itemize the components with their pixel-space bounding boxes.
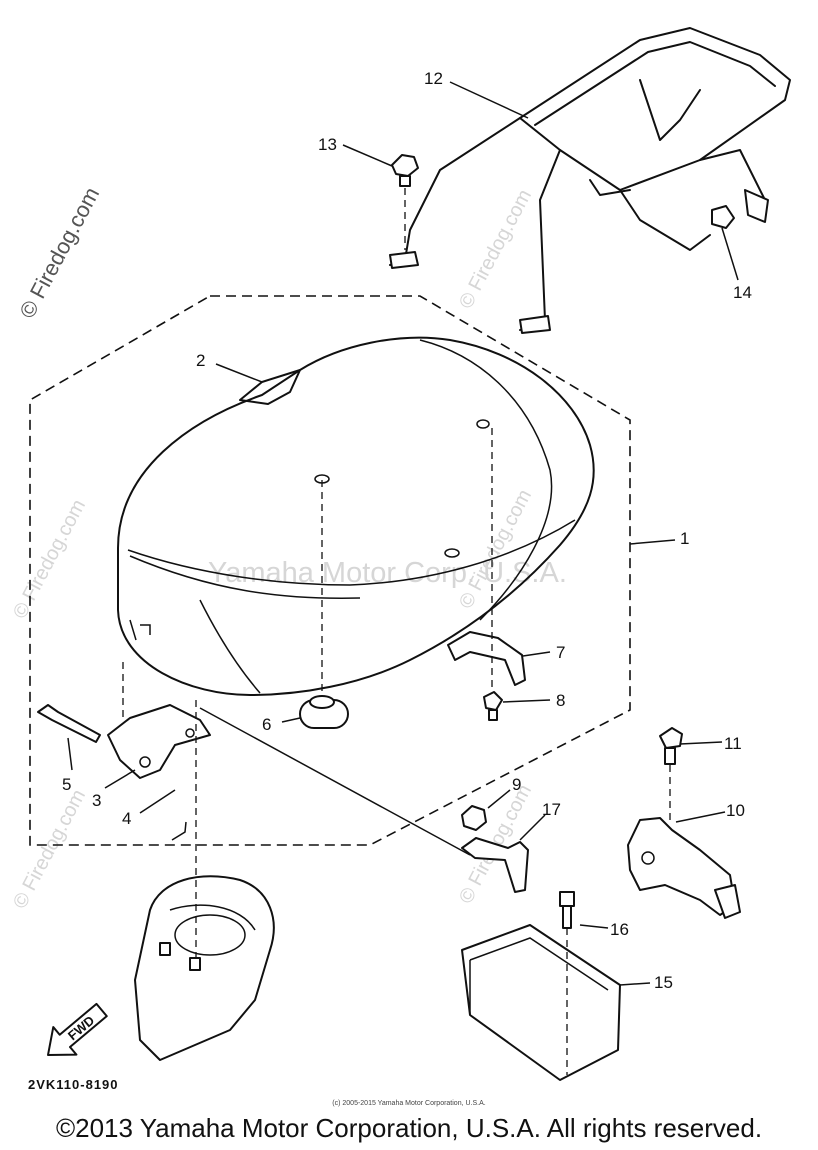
tiny-copyright: (c) 2005-2015 Yamaha Motor Corporation, … [332,1100,486,1107]
callout-11: 11 [724,734,742,753]
seat-assembly-boundary [29,295,631,846]
watermark-center: Yamaha Motor Corp. U.S.A. [208,557,567,589]
callout-17: 17 [542,800,561,819]
frame [134,875,275,1061]
bracket-17 [461,837,529,893]
hinge-bracket [37,704,211,841]
callout-6: 6 [262,715,271,734]
nut-9 [461,805,487,831]
watermark-small-2: © Firedog.com [455,486,536,612]
damper-14 [711,205,735,229]
callout-1: 1 [680,529,689,548]
callout-4: 4 [122,809,131,828]
fwd-arrow-icon: FWD [47,1002,108,1056]
seat [117,336,595,696]
callout-10: 10 [726,801,745,820]
callout-14: 14 [733,283,752,302]
callout-5: 5 [62,775,71,794]
callout-3: 3 [92,791,101,810]
damper-6 [299,695,349,729]
callout-15: 15 [654,973,673,992]
callout-9: 9 [512,775,521,794]
watermark-small-4: © Firedog.com [9,786,90,912]
callout-2: 2 [196,351,205,370]
callout-12: 12 [424,69,443,88]
callout-13: 13 [318,135,337,154]
diagram-code: 2VK110-8190 [28,1077,119,1092]
callout-8: 8 [556,691,565,710]
watermark-side: © Firedog.com [14,183,104,322]
tool-tray [461,891,621,1081]
watermark-small-3: © Firedog.com [9,496,90,622]
bracket-7 [447,631,526,721]
carrier-rack [389,27,791,334]
callout-7: 7 [556,643,565,662]
watermark-small-1: © Firedog.com [455,186,536,312]
copyright-notice: ©2013 Yamaha Motor Corporation, U.S.A. A… [55,1113,763,1143]
callout-16: 16 [610,920,629,939]
seat-lock [627,727,741,919]
bolt-13 [391,154,419,187]
